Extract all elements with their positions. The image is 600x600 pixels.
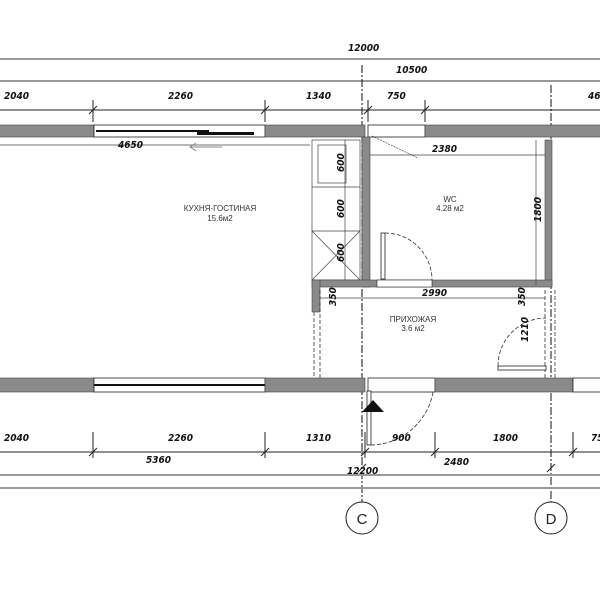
door-leaf-wc xyxy=(380,232,386,280)
entry-door-leaf xyxy=(366,390,372,446)
entrance-arrow-icon xyxy=(362,400,384,412)
dim-cabinet-1: 600 xyxy=(336,153,347,172)
dim-wc-depth: 1800 xyxy=(533,197,544,222)
top-dimensions: 12000 10500 2040 2260 1340 750 46 xyxy=(0,43,600,122)
dim-subtotal-1: 5360 xyxy=(146,455,171,466)
door-opening-wc xyxy=(376,279,433,288)
dim-bottom-6: 75 xyxy=(591,433,600,444)
dim-hall-left-offset: 350 xyxy=(328,287,339,306)
slide-arrow-icon xyxy=(189,142,222,152)
door-leaf-top xyxy=(371,135,419,159)
dim-bottom-5: 1800 xyxy=(493,433,518,444)
dim-top-3: 1340 xyxy=(306,91,331,102)
entry-door-swing xyxy=(370,391,434,446)
dim-partial-top: 10500 xyxy=(396,65,427,76)
dim-bottom-1: 2040 xyxy=(4,433,29,444)
dim-top-1: 2040 xyxy=(4,91,29,102)
kitchen-cabinets: 600 600 600 xyxy=(311,139,361,281)
dim-bottom-4: 900 xyxy=(392,433,411,444)
dim-hall-right-offset: 350 xyxy=(517,287,528,306)
bottom-wall xyxy=(0,377,600,446)
top-wall xyxy=(0,124,600,159)
dim-overall-top: 12000 xyxy=(348,43,379,54)
stove-icon xyxy=(311,230,361,281)
entry-door-opening xyxy=(367,377,436,393)
dim-cabinet-3: 600 xyxy=(336,243,347,262)
room-area-wc: 4.28 м2 xyxy=(436,204,464,213)
axis-label-d: D xyxy=(546,511,557,528)
dim-wc-width: 2380 xyxy=(432,144,457,155)
room-area-hall: 3.6 м2 xyxy=(401,324,425,333)
door-leaf-entry xyxy=(497,365,547,371)
room-name-wc: WC xyxy=(443,195,457,204)
door-swing-entry xyxy=(497,317,547,367)
dim-cabinet-2: 600 xyxy=(336,199,347,218)
room-name-hall: ПРИХОЖАЯ xyxy=(390,315,437,324)
dim-overall-bottom: 12200 xyxy=(347,466,378,477)
dim-hall-width: 2990 xyxy=(422,288,447,299)
room-area-kitchen: 15.6м2 xyxy=(207,214,233,223)
dim-hall-door-side: 1210 xyxy=(520,317,531,342)
room-name-kitchen: КУХНЯ-ГОСТИНАЯ xyxy=(184,204,257,213)
axis-marker-c xyxy=(345,501,379,535)
dim-subtotal-2: 2480 xyxy=(444,457,469,468)
interior-walls xyxy=(311,136,553,313)
dim-window-width: 4650 xyxy=(118,140,143,151)
dim-top-5: 46 xyxy=(588,91,600,102)
door-opening-top xyxy=(367,124,426,138)
axis-label-c: C xyxy=(357,511,368,528)
axis-marker-d xyxy=(534,501,568,535)
sink-icon xyxy=(317,144,347,184)
dim-top-4: 750 xyxy=(387,91,406,102)
dimension-ticks-top xyxy=(88,100,430,122)
bottom-dimensions: 2040 2260 1310 900 1800 75 5360 2480 122… xyxy=(0,432,600,489)
door-swing-wc xyxy=(384,232,433,281)
dim-top-2: 2260 xyxy=(168,91,193,102)
dim-bottom-3: 1310 xyxy=(306,433,331,444)
dim-bottom-2: 2260 xyxy=(168,433,193,444)
